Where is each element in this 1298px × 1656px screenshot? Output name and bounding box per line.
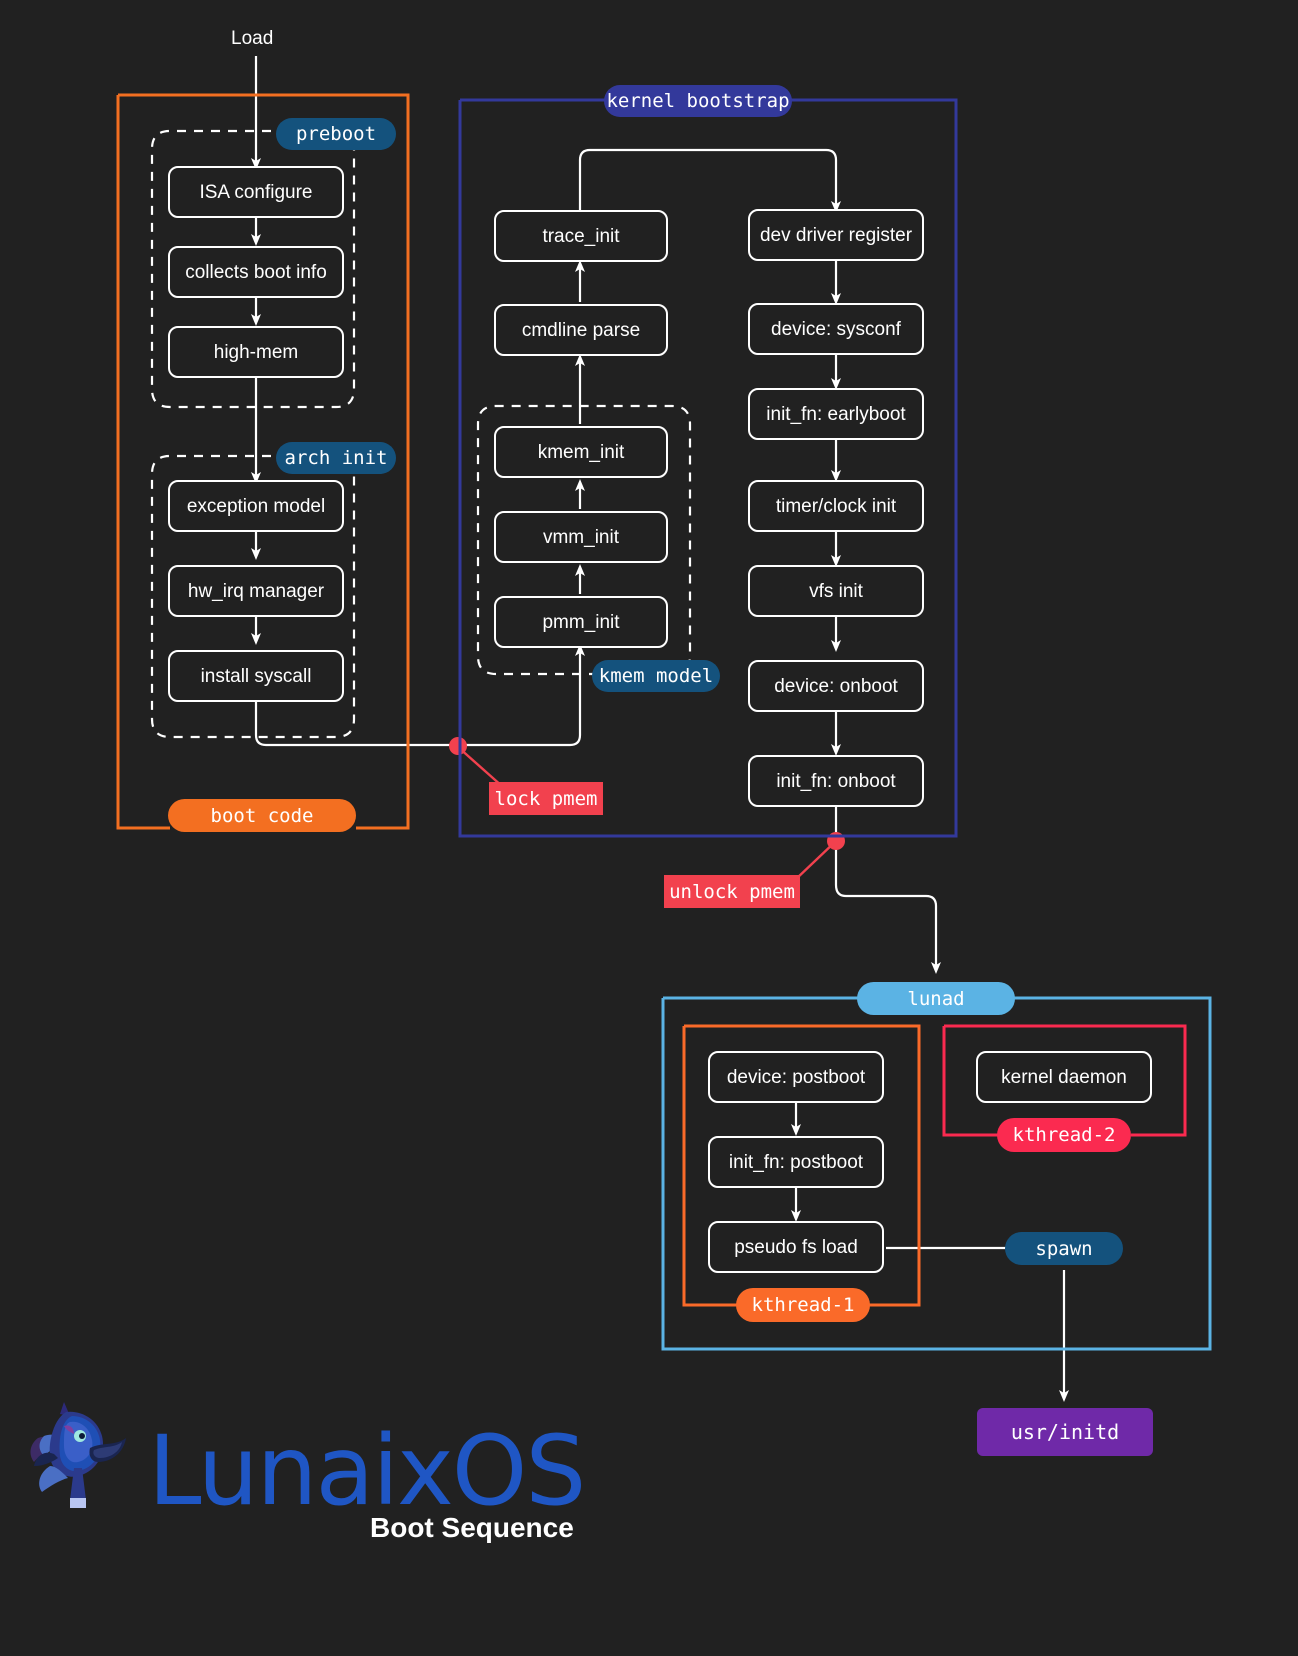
node-collects-boot-info: collects boot info xyxy=(168,246,344,298)
group-label-kthread-2: kthread-2 xyxy=(997,1118,1131,1152)
brand-wordmark: LunaixOS xyxy=(148,1415,586,1527)
group-label-kthread-1: kthread-1 xyxy=(736,1288,870,1322)
node-vfs-init: vfs init xyxy=(748,565,924,617)
lunaix-mascot-logo xyxy=(30,1402,126,1508)
node-timer-clock-init: timer/clock init xyxy=(748,480,924,532)
group-label-arch-init: arch init xyxy=(276,442,396,474)
node-isa-configure: ISA configure xyxy=(168,166,344,218)
node-high-mem: high-mem xyxy=(168,326,344,378)
group-label-kernel-bootstrap: kernel bootstrap xyxy=(604,85,792,117)
node-exception-model: exception model xyxy=(168,480,344,532)
group-label-kmem-model: kmem model xyxy=(592,660,720,692)
node-pmm-init: pmm_init xyxy=(494,596,668,648)
node-trace-init: trace_init xyxy=(494,210,668,262)
node-cmdline-parse: cmdline parse xyxy=(494,304,668,356)
lock-pmem-junction xyxy=(449,737,467,755)
node-device-sysconf: device: sysconf xyxy=(748,303,924,355)
group-label-preboot: preboot xyxy=(276,118,396,150)
node-init-fn-postboot: init_fn: postboot xyxy=(708,1136,884,1188)
node-init-fn-earlyboot: init_fn: earlyboot xyxy=(748,388,924,440)
annotation-unlock-pmem: unlock pmem xyxy=(664,875,800,908)
node-kernel-daemon: kernel daemon xyxy=(976,1051,1152,1103)
node-vmm-init: vmm_init xyxy=(494,511,668,563)
spawn-label: spawn xyxy=(1005,1232,1123,1265)
entry-label: Load xyxy=(231,28,274,49)
node-init-fn-onboot: init_fn: onboot xyxy=(748,755,924,807)
group-label-lunad: lunad xyxy=(857,982,1015,1015)
node-kmem-init: kmem_init xyxy=(494,426,668,478)
usr-initd-node: usr/initd xyxy=(977,1408,1153,1456)
node-device-onboot: device: onboot xyxy=(748,660,924,712)
diagram-title: Boot Sequence xyxy=(370,1512,574,1543)
group-label-boot-code: boot code xyxy=(168,799,356,832)
node-dev-driver-register: dev driver register xyxy=(748,209,924,261)
annotation-lock-pmem: lock pmem xyxy=(489,782,603,815)
node-pseudo-fs-load: pseudo fs load xyxy=(708,1221,884,1273)
node-device-postboot: device: postboot xyxy=(708,1051,884,1103)
node-hw-irq-manager: hw_irq manager xyxy=(168,565,344,617)
node-install-syscall: install syscall xyxy=(168,650,344,702)
